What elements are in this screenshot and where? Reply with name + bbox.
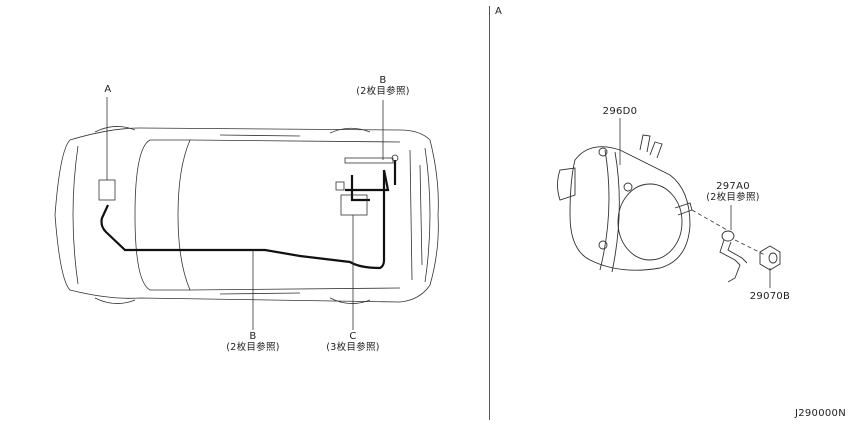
part-297a0-number: 297A0 — [716, 181, 750, 192]
callout-b-top-label: B — [379, 75, 387, 86]
panel-divider — [489, 6, 490, 420]
callout-c: C (3枚目参照) — [313, 331, 393, 353]
callout-a: A — [100, 84, 116, 95]
terminal-drawing — [719, 230, 748, 283]
callout-c-label: C — [349, 331, 357, 342]
part-296d0: 296D0 — [598, 106, 642, 117]
callout-c-ref: (3枚目参照) — [326, 342, 380, 353]
part-29070b: 29070B — [744, 291, 796, 302]
harness-components — [98, 154, 399, 216]
callout-b-bottom-label: B — [249, 331, 257, 342]
callout-b-bottom-ref: (2枚目参照) — [226, 342, 280, 353]
part-297a0: 297A0 (2枚目参照) — [698, 181, 768, 203]
callout-b-top-ref: (2枚目参照) — [356, 86, 410, 97]
callout-a-label: A — [104, 84, 112, 95]
harness — [100, 160, 397, 270]
leader-lines — [106, 97, 771, 330]
drawing-id: J290000N — [794, 408, 846, 419]
part-29070b-number: 29070B — [749, 291, 791, 302]
nut-drawing — [759, 245, 781, 271]
part-297a0-ref: (2枚目参照) — [706, 192, 760, 203]
view-label: A — [495, 6, 503, 17]
callout-b-bottom: B (2枚目参照) — [213, 331, 293, 353]
callout-b-top: B (2枚目参照) — [343, 75, 423, 97]
compressor-drawing — [557, 134, 693, 273]
part-296d0-number: 296D0 — [602, 106, 638, 117]
compressor-connector — [98, 179, 116, 201]
assembly-guide — [691, 209, 766, 256]
vehicle-outline — [54, 126, 439, 304]
